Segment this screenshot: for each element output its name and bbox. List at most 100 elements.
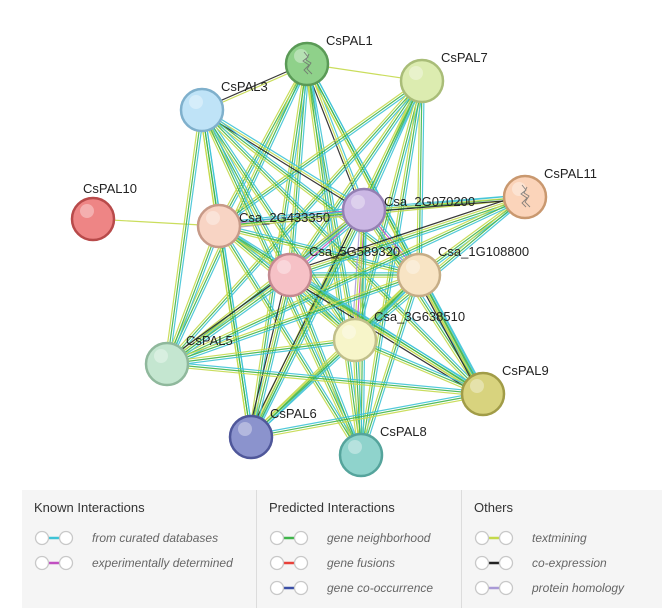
edge-Csa_3G638510-CsPAL5 <box>166 337 356 367</box>
legend-row: gene co-occurrence <box>269 575 449 600</box>
edge-channel-database <box>253 211 368 439</box>
legend-label: gene fusions <box>327 555 396 570</box>
edge-CsPAL3-Csa_2G070200 <box>200 107 366 213</box>
node-Csa_5G589320[interactable]: Csa_5G589320 <box>267 244 400 298</box>
edge-channel-textmining <box>417 275 483 395</box>
node-CsPAL5[interactable]: CsPAL5 <box>144 333 233 387</box>
node-CsPAL6[interactable]: CsPAL6 <box>228 406 317 460</box>
edge-Csa_5G589320-CsPAL5 <box>164 271 293 368</box>
edge-channel-database <box>167 276 420 367</box>
edge-CsPAL5-CsPAL9 <box>166 361 484 397</box>
edge-channel-neighborhood <box>166 109 203 365</box>
node-circle[interactable] <box>338 432 384 478</box>
edge-channel-neighborhood <box>166 274 420 365</box>
node-highlight <box>512 182 526 196</box>
protein-interaction-network: CsPAL1CsPAL7CsPAL3CsPAL10Csa_2G433350Csa… <box>70 33 597 478</box>
node-circle[interactable] <box>332 317 378 363</box>
node-circle[interactable] <box>460 371 506 417</box>
edge-channel-textmining <box>289 195 525 275</box>
node-highlight <box>294 49 308 63</box>
edge-Csa_2G433350-CsPAL5 <box>164 225 222 365</box>
node-label: CsPAL5 <box>186 333 233 348</box>
edge-channel-textmining <box>164 109 201 364</box>
edge-channel-coexpression <box>288 193 525 273</box>
edge-channel-database <box>203 108 485 393</box>
swatch-node <box>474 580 490 595</box>
node-circle[interactable] <box>70 196 116 242</box>
edge-channel-database <box>363 194 525 209</box>
swatch-node <box>474 555 490 570</box>
nodes-layer: CsPAL1CsPAL7CsPAL3CsPAL10Csa_2G433350Csa… <box>70 33 597 478</box>
edge-channel-neighborhood <box>166 196 526 365</box>
edge-channel-database <box>220 224 364 455</box>
edge-channel-textmining <box>216 226 360 457</box>
swatch-node <box>498 580 514 595</box>
legend-row: gene fusions <box>269 550 449 575</box>
node-Csa_2G433350[interactable]: Csa_2G433350 <box>196 203 330 249</box>
node-circle[interactable] <box>399 58 445 104</box>
node-circle[interactable] <box>196 203 242 249</box>
edge-channel-database <box>308 62 367 210</box>
edge-channel-database <box>250 391 483 436</box>
edge-channel-coexpression <box>415 276 481 396</box>
node-circle[interactable] <box>341 187 387 233</box>
node-label: CsPAL11 <box>544 166 597 181</box>
edge-Csa_3G638510-CsPAL9 <box>353 337 485 397</box>
node-CsPAL8[interactable]: CsPAL8 <box>338 424 427 478</box>
node-CsPAL7[interactable]: CsPAL7 <box>399 50 488 104</box>
swatch-node <box>498 530 514 545</box>
edge-channel-neighborhood <box>250 393 484 438</box>
node-label: CsPAL7 <box>441 50 488 65</box>
node-CsPAL3[interactable]: CsPAL3 <box>179 79 268 133</box>
swatch-node <box>269 530 285 545</box>
edge-channel-coexpression <box>164 271 289 362</box>
edge-channel-neighborhood <box>354 339 484 395</box>
edge-channel-neighborhood <box>360 274 420 456</box>
edge-CsPAL3-CsPAL5 <box>164 109 205 365</box>
edge-channel-neighborhood <box>290 197 526 277</box>
node-CsPAL1[interactable]: CsPAL1 <box>284 33 373 87</box>
node-circle[interactable] <box>267 252 313 298</box>
node-label: Csa_2G433350 <box>239 210 330 225</box>
edge-channel-neighborhood <box>218 225 362 456</box>
node-Csa_2G070200[interactable]: Csa_2G070200 <box>341 187 475 233</box>
node-circle[interactable] <box>228 414 274 460</box>
edge-swatch-cooccurrence <box>269 580 309 595</box>
edge-channel-coexpression <box>200 111 364 213</box>
legend-panel: Known Interactions from curated database… <box>22 490 662 608</box>
edge-channel-textmining <box>166 272 419 363</box>
swatch-node <box>58 530 74 545</box>
edge-channel-textmining <box>304 64 482 396</box>
node-circle[interactable] <box>396 252 442 298</box>
node-circle[interactable] <box>179 87 225 133</box>
node-highlight <box>409 66 423 80</box>
node-Csa_3G638510[interactable]: Csa_3G638510 <box>332 309 465 363</box>
edge-Csa_5G589320-CsPAL9 <box>287 271 486 398</box>
edge-Csa_3G638510-CsPAL6 <box>249 337 357 440</box>
node-CsPAL11[interactable]: CsPAL11 <box>502 166 597 220</box>
edge-Csa_2G070200-CsPAL11 <box>363 194 526 213</box>
node-CsPAL9[interactable]: CsPAL9 <box>460 363 549 417</box>
edge-channel-neighborhood <box>167 275 291 366</box>
node-label: CsPAL9 <box>502 363 549 378</box>
edge-CsPAL1-Csa_2G070200 <box>304 62 367 212</box>
edge-channel-database <box>168 82 425 366</box>
node-highlight <box>206 211 220 225</box>
node-Csa_1G108800[interactable]: Csa_1G108800 <box>396 244 529 298</box>
edge-channel-textmining <box>249 272 418 436</box>
swatch-node <box>269 555 285 570</box>
node-circle[interactable] <box>144 341 190 387</box>
node-highlight <box>277 260 291 274</box>
node-label: CsPAL6 <box>270 406 317 421</box>
legend-label: from curated databases <box>92 530 219 545</box>
node-CsPAL10[interactable]: CsPAL10 <box>70 181 137 242</box>
legend-label: co-expression <box>532 555 607 570</box>
node-label: CsPAL8 <box>380 424 427 439</box>
edge-channel-textmining <box>249 337 354 436</box>
edge-channel-neighborhood <box>418 80 423 276</box>
edge-channel-textmining <box>353 341 483 397</box>
node-label: Csa_3G638510 <box>374 309 465 324</box>
edge-channel-database <box>290 199 527 279</box>
legend-title: Others <box>474 500 514 515</box>
edge-channel-neighborhood <box>251 275 292 438</box>
